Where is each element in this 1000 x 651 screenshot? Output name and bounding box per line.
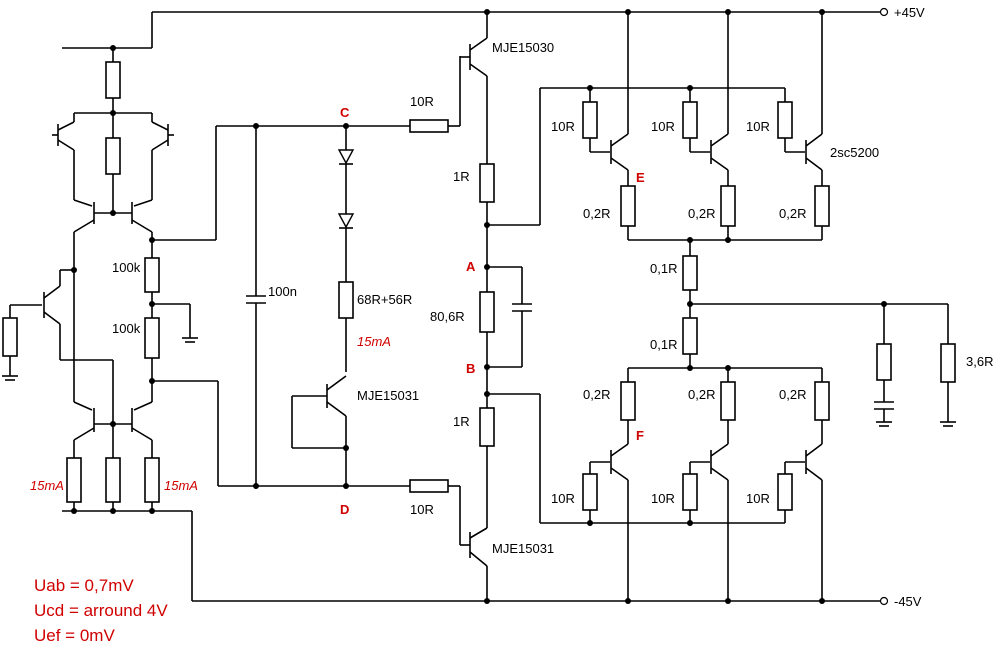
output-stage-top: 10R 10R 10R 0,2R 0,2R 0,2R 2sc5200 xyxy=(487,12,879,241)
label-1r-bottom: 1R xyxy=(453,414,470,429)
label-out-bottom-emitter-3: 0,2R xyxy=(779,387,806,402)
label-out-bottom-base-1: 10R xyxy=(551,491,575,506)
label-100k-bottom: 100k xyxy=(112,321,141,336)
label-load: 3,6R xyxy=(966,354,993,369)
negative-terminal xyxy=(879,596,889,606)
label-100k-top: 100k xyxy=(112,260,141,275)
label-negative-rail: -45V xyxy=(894,594,922,609)
label-2sc5200: 2sc5200 xyxy=(830,145,879,160)
output-node: 0,1R 0,1R 3,6R xyxy=(650,240,993,427)
label-out-top-base-2: 10R xyxy=(651,119,675,134)
label-out-top-emitter-3: 0,2R xyxy=(779,206,806,221)
label-driver-bottom: MJE15031 xyxy=(492,541,554,556)
vbe-multiplier: 100n 68R+56R 15mA MJE15031 xyxy=(218,126,419,487)
label-out-bottom-base-2: 10R xyxy=(651,491,675,506)
node-label-c: C xyxy=(340,105,350,120)
input-side-transistor xyxy=(2,269,114,424)
divider-network: 100k 100k xyxy=(112,257,219,486)
label-10r-bottom: 10R xyxy=(410,502,434,517)
node-label-b: B xyxy=(466,361,475,376)
label-68r-56r: 68R+56R xyxy=(357,292,412,307)
positive-rail xyxy=(62,7,889,49)
label-80-6r: 80,6R xyxy=(430,309,465,324)
negative-rail xyxy=(191,511,889,606)
label-positive-rail: +45V xyxy=(894,5,925,20)
node-label-a: A xyxy=(466,259,476,274)
label-out-top-base-3: 10R xyxy=(746,119,770,134)
node-label-f: F xyxy=(636,428,644,443)
label-out-bottom-base-3: 10R xyxy=(746,491,770,506)
note-uef: Uef = 0mV xyxy=(34,626,115,645)
output-stage-bottom: 0,2R 0,2R 0,2R 10R 10R 10R xyxy=(487,367,830,601)
label-10r-top: 10R xyxy=(410,94,434,109)
label-driver-top: MJE15030 xyxy=(492,40,554,55)
label-1r-top: 1R xyxy=(453,169,470,184)
label-out-top-emitter-1: 0,2R xyxy=(583,206,610,221)
label-vbe-transistor: MJE15031 xyxy=(357,388,419,403)
note-uab: Uab = 0,7mV xyxy=(34,576,134,595)
label-out-top-emitter-2: 0,2R xyxy=(688,206,715,221)
label-01r-bottom: 0,1R xyxy=(650,337,677,352)
label-current-left: 15mA xyxy=(30,478,64,493)
input-stage-bottom: 15mA 15mA xyxy=(30,401,198,512)
label-out-bottom-emitter-2: 0,2R xyxy=(688,387,715,402)
label-current-right: 15mA xyxy=(164,478,198,493)
label-100n: 100n xyxy=(268,284,297,299)
node-label-e: E xyxy=(636,170,645,185)
junction-dots xyxy=(71,9,887,604)
note-ucd: Ucd = arround 4V xyxy=(34,601,168,620)
label-current-vbe: 15mA xyxy=(357,334,391,349)
node-label-d: D xyxy=(340,502,349,517)
driver-stage: MJE15030 10R 1R 80,6R 1R MJE15031 10R xyxy=(409,12,554,601)
positive-terminal xyxy=(879,7,889,17)
label-out-top-base-1: 10R xyxy=(551,119,575,134)
label-out-bottom-emitter-1: 0,2R xyxy=(583,387,610,402)
label-01r-top: 0,1R xyxy=(650,261,677,276)
